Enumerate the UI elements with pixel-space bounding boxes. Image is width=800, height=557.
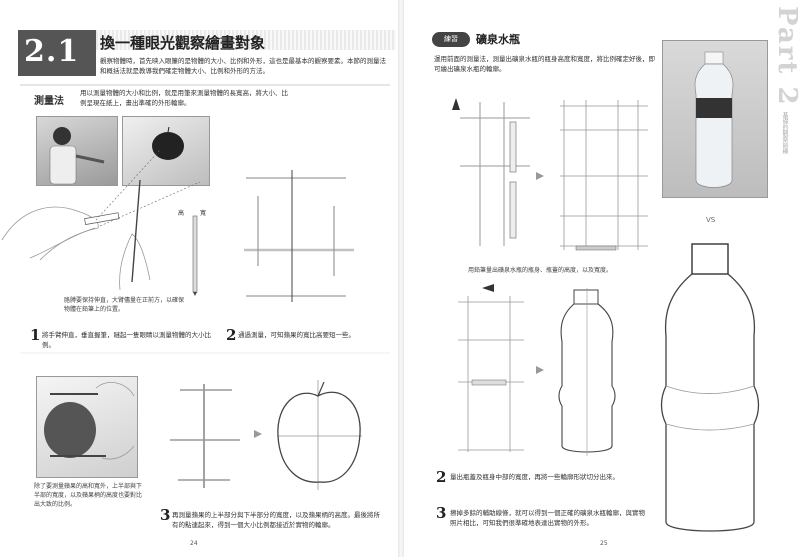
- artist-figure: [49, 127, 105, 185]
- step2-number: 2: [226, 326, 237, 344]
- caption-mid: 用鉛筆量出礦泉水瓶的瓶身、瓶蓋的高度，以及寬度。: [468, 267, 613, 274]
- photo-artist: [36, 116, 118, 186]
- divider-mid: [20, 352, 390, 354]
- right-step2-number: 2: [436, 468, 447, 486]
- pencil-measure-sketch: [452, 98, 530, 246]
- step1-text: 將手臂伸直，垂直握筆，瞇起一隻眼睛以測量物體的大小比例。: [42, 331, 211, 349]
- part-heading: Part 2: [772, 6, 800, 107]
- bottle-measure-sketch: [458, 284, 524, 452]
- exercise-title: 礦泉水瓶: [476, 33, 520, 46]
- step3-number: 3: [160, 506, 171, 524]
- right-step3-text: 擦掉多餘的輔助線條，就可以得到一個正確的礦泉水瓶輪廓，與實物照片相比，可知我們很…: [450, 509, 645, 527]
- hand-pencil-sketch: [1, 149, 201, 291]
- caption-apple: 除了要測量蘋果的高和寬外，上半部與下半部的寬度，以及蘋果柄的高度也要對比出大致的…: [34, 483, 143, 508]
- grid-measure-sketch: [560, 100, 648, 251]
- section-number-box: [18, 30, 96, 76]
- apple-measure-sketch: [44, 382, 135, 460]
- step2-text: 通過測量，可知蘋果的寬比高要短一些。: [238, 331, 355, 339]
- arrow-icon: [254, 430, 262, 438]
- pencil-vertical: [192, 215, 198, 296]
- page-number-right: 25: [600, 540, 608, 547]
- section-number: 2.1: [24, 34, 80, 69]
- exercise-text: 運用前面的測量法，測量出礦泉水瓶的瓶身高度和寬度，將比例確定好後，即可繪出礦泉水…: [434, 55, 655, 73]
- divider: [20, 84, 390, 86]
- bottle-in-photo: [694, 51, 734, 188]
- label-width: 寬: [200, 210, 207, 217]
- apple-in-photo: [152, 126, 184, 160]
- right-step2-text: 量出瓶蓋及瓶身中部的寬度，再將一些輪廓形狀切分出來。: [450, 473, 619, 481]
- arrow-icon: [536, 366, 544, 374]
- cross-measure-sketch: [244, 170, 354, 302]
- exercise-badge: 練習: [432, 32, 470, 47]
- step1-number: 1: [30, 326, 41, 344]
- right-step3-number: 3: [436, 504, 447, 522]
- label-height: 高: [178, 210, 185, 217]
- method-text: 用以測量物體的大小和比例，就是用筆來測量物體的長寬高，將大小、比例呈現在紙上，畫…: [80, 89, 288, 107]
- vs-label: VS: [706, 216, 716, 224]
- part-subheading: 基礎的觀察訓練: [781, 112, 788, 154]
- large-bottle-sketch: [660, 243, 760, 532]
- title-bar: [96, 30, 396, 50]
- step3-text: 再測量蘋果的上半部分與下半部分的寬度，以及蘋果柄的高度。最後將所有的點連起來，得…: [172, 511, 380, 529]
- apple-outline-sketch: [277, 380, 362, 490]
- book-gutter: [398, 0, 404, 557]
- page-title: 換一種眼光觀察繪畫對象: [100, 34, 266, 52]
- apple-cross-sketch: [170, 384, 240, 488]
- intro-text: 觀察物體時，首先映入眼簾的是物體的大小、比例和外形，這也是最基本的觀察要素。本節…: [100, 57, 386, 75]
- method-label: 測量法: [34, 96, 64, 107]
- caption-arm: 胳膊要保持伸直，大臂儘量在正前方，以確保物體在鉛筆上的位置。: [64, 297, 185, 313]
- arrow-icon: [536, 172, 544, 180]
- page-number-left: 24: [190, 540, 198, 547]
- bottle-outline-sketch: [558, 288, 616, 456]
